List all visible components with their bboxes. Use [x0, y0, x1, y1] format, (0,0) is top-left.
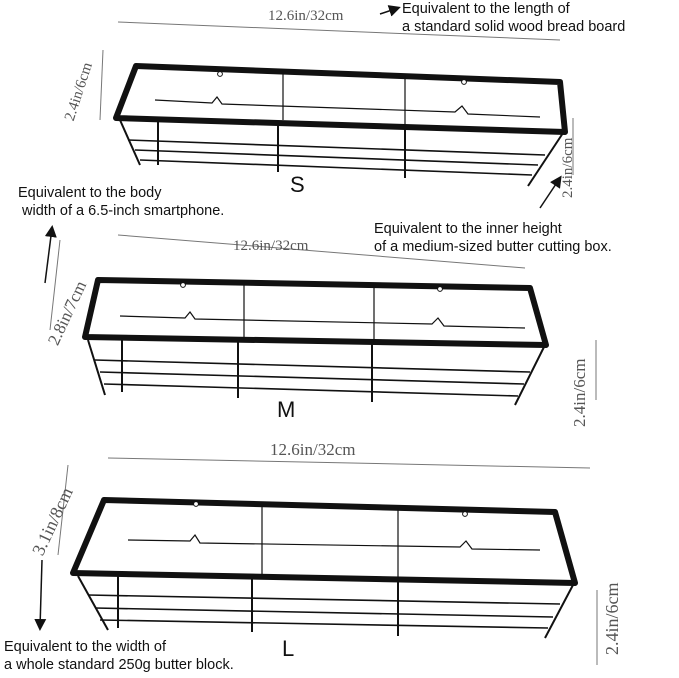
- s-height-label: 2.4in/6cm: [560, 137, 576, 198]
- dimension-lines: [49, 21, 598, 665]
- basket-small: [113, 63, 568, 187]
- s-width-label: 12.6in/32cm: [268, 8, 344, 24]
- l-width-label: 12.6in/32cm: [270, 440, 356, 459]
- size-medium-label: M: [277, 397, 296, 422]
- basket-medium: [82, 277, 549, 406]
- size-small-label: S: [290, 172, 305, 197]
- basket-large: [70, 497, 578, 639]
- note-butter-block: Equivalent to the width of a whole stand…: [4, 639, 234, 673]
- m-width-label: 12.6in/32cm: [233, 238, 309, 254]
- m-height-label: 2.4in/6cm: [570, 358, 589, 427]
- arrow-icon: [34, 559, 47, 631]
- note-butter-box: Equivalent to the inner height of a medi…: [374, 221, 612, 255]
- l-height-label: 2.4in/6cm: [602, 582, 622, 656]
- note-bread-board: Equivalent to the length of a standard s…: [402, 1, 626, 35]
- arrow-icon: [44, 225, 57, 284]
- arrow-icon: [379, 5, 401, 17]
- note-smartphone: Equivalent to the body width of a 6.5-in…: [18, 185, 225, 219]
- arrow-icon: [539, 175, 562, 209]
- size-large-label: L: [282, 636, 295, 661]
